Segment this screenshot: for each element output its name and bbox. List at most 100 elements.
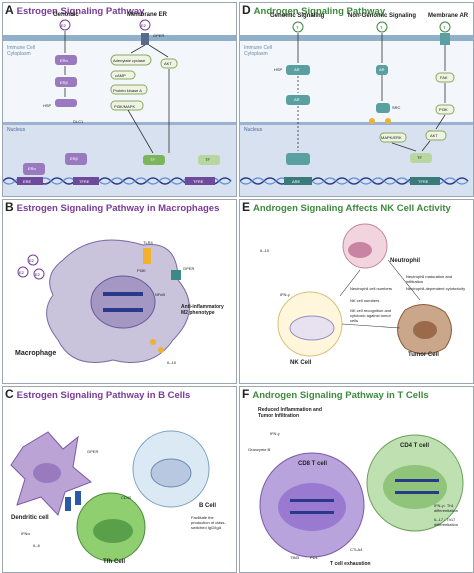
c-gper: GPER: [87, 449, 99, 454]
b-e2-2: E2: [19, 270, 24, 275]
c-dendritic: Dendritic cell: [11, 515, 49, 521]
a-pka: Protein kinase A: [113, 88, 142, 93]
f-exhaustion: T cell exhaustion: [330, 561, 371, 567]
f-ctla4: CTLA4: [350, 547, 363, 552]
d-mapk: MAPK/ERK: [381, 135, 402, 140]
panel-c-diagram: [10, 430, 210, 562]
a-erb-1: ERβ: [60, 80, 68, 85]
e-neutrophil: Neutrophil: [390, 258, 420, 264]
e-il10: IL-10: [260, 248, 270, 253]
b-macrophage: Macrophage: [15, 350, 57, 357]
d-pi3k: PI3K: [439, 107, 448, 112]
d-t-1: T: [296, 25, 299, 30]
b-e2-1: E2: [29, 258, 34, 263]
b-nfkb: NFκB: [155, 292, 165, 297]
d-nucleus-label: Nucleus: [244, 127, 263, 133]
b-gper: GPER: [183, 266, 195, 271]
f-cd8: CD8 T cell: [298, 461, 328, 467]
d-t-3: T: [443, 25, 446, 30]
b-tlr4: TLR4: [143, 240, 153, 245]
f-reduced: Reduced Inflammation and Tumor Infiltrat…: [258, 407, 322, 419]
d-membrane-ar-label: Membrane AR: [428, 13, 469, 19]
e-ifng: IFN-γ: [280, 292, 290, 297]
a-adenylate: Adenylate cyclase: [113, 58, 146, 63]
e-nk-recognition: NK cell recognition and cytotoxic agains…: [350, 308, 392, 323]
a-era-2: ERα: [28, 166, 36, 171]
d-akt: AKT: [430, 133, 438, 138]
d-genomic-label: Genomic Signaling: [270, 13, 325, 19]
a-tfre-2: TFRE: [193, 179, 204, 184]
a-e2-2: E2: [141, 23, 146, 28]
c-tfh: Tfh Cell: [103, 559, 125, 565]
b-pi3k: PI3K: [137, 268, 146, 273]
a-nucleus-label: Nucleus: [7, 127, 26, 133]
d-tfre: TFRE: [418, 179, 429, 184]
e-nk-numbers: NK cell numbers: [350, 298, 380, 303]
panel-e-diagram: [277, 223, 452, 357]
c-facilitate: Facilitate the production of class-switc…: [191, 515, 226, 530]
c-b-cell: B Cell: [199, 503, 217, 509]
a-akt: AKT: [164, 61, 172, 66]
e-neut-maturation: Neutrophil maturation and infiltration: [406, 274, 453, 284]
e-neut-cytotox: Neutrophil-dependent cytotoxicity: [406, 286, 466, 291]
c-il6: IL-6: [33, 543, 40, 548]
f-th1: IFN-γ↓ Th1 differentiation: [434, 503, 458, 513]
c-ifna: IFNα: [21, 531, 30, 536]
d-hsp: HSP: [274, 67, 283, 72]
a-tf-1: TF: [150, 157, 155, 162]
d-cytoplasm-label: Immune Cell Cytoplasm: [244, 45, 273, 57]
d-ar-2: AR: [294, 97, 300, 102]
d-ar-3: AR: [379, 67, 385, 72]
a-genomic-label: Genomic: [53, 12, 79, 18]
b-anti-inflam: Anti-inflammatory M2 phenotype: [181, 304, 224, 316]
a-ere: ERE: [23, 179, 32, 184]
a-gper: GPER: [153, 33, 165, 38]
c-cd40: CD40: [121, 495, 132, 500]
a-dlc1: DLC1: [73, 119, 84, 124]
d-nongenomic-label: Non-Genomic Signaling: [348, 13, 417, 19]
a-tfre-1: TFRE: [79, 179, 90, 184]
b-e2-3: E2: [35, 272, 40, 277]
a-membrane-er-label: Membrane ER: [127, 12, 168, 18]
e-neut-numbers: Neutrophil cell numbers: [350, 286, 393, 291]
a-tf-2: TF: [205, 157, 210, 162]
d-tf: TF: [417, 155, 422, 160]
f-cd4: CD4 T cell: [400, 443, 430, 449]
a-erb-2: ERβ: [70, 156, 78, 161]
a-camp: cAMP: [115, 73, 126, 78]
d-src: SRC: [392, 105, 401, 110]
e-nk-cell: NK Cell: [290, 360, 312, 366]
panel-f-diagram: [259, 434, 464, 558]
a-era-1: ERα: [60, 58, 68, 63]
e-tumor-cell: Tumor Cell: [408, 352, 439, 358]
a-pi3k-mapk: PI3K/MAPK: [114, 104, 136, 109]
d-t-2: T: [380, 25, 383, 30]
a-e2-1: E2: [61, 23, 66, 28]
panel-b-diagram: [17, 239, 190, 363]
b-il10: IL-10: [167, 360, 177, 365]
d-ar-1: AR: [294, 67, 300, 72]
f-pd1: PD1: [310, 555, 318, 560]
a-hsp: HSP: [43, 103, 52, 108]
a-cytoplasm-label: Immune Cell Cytoplasm: [7, 45, 36, 57]
d-fak: FAK: [440, 75, 448, 80]
f-tim3: TIM3: [290, 555, 300, 560]
f-th17: IL-17↓ Th17 differentiation: [434, 517, 458, 527]
panel-d-diagram: [240, 21, 473, 196]
f-granzyme: Granzyme B: [248, 447, 271, 452]
panel-a-diagram: [3, 19, 236, 196]
f-ifng: IFN-γ: [270, 431, 280, 436]
d-are: ARE: [292, 179, 301, 184]
